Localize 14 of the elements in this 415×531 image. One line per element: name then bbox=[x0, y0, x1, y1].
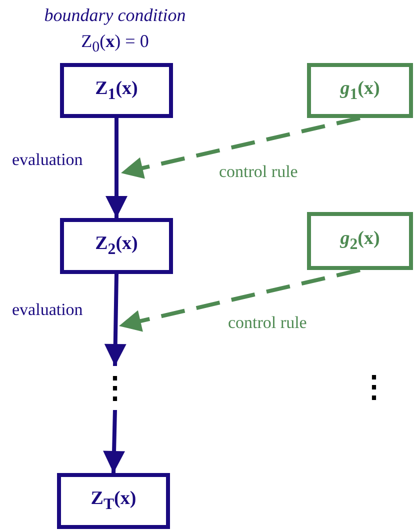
node-caption: boundary condition bbox=[43, 5, 187, 25]
process-box: Z$_{2}$(x) bbox=[60, 218, 173, 274]
process-box: g$_{2}$(x) bbox=[307, 212, 413, 270]
process-box: g$_{1}$(x) bbox=[307, 63, 413, 118]
ellipsis: ⋮ bbox=[359, 372, 389, 404]
ellipsis: ⋮ bbox=[104, 366, 126, 410]
arrow bbox=[106, 118, 128, 218]
process-box: Z$_{1}$(x) bbox=[60, 63, 173, 118]
arrow bbox=[104, 274, 126, 366]
dashed-arrow bbox=[118, 268, 360, 332]
process-box: Z$_{T}$(x) bbox=[57, 473, 170, 529]
arrow bbox=[103, 410, 126, 474]
dashed-arrow bbox=[120, 116, 360, 179]
node-caption: Z$_{0}$(x) = 0 bbox=[80, 31, 150, 58]
